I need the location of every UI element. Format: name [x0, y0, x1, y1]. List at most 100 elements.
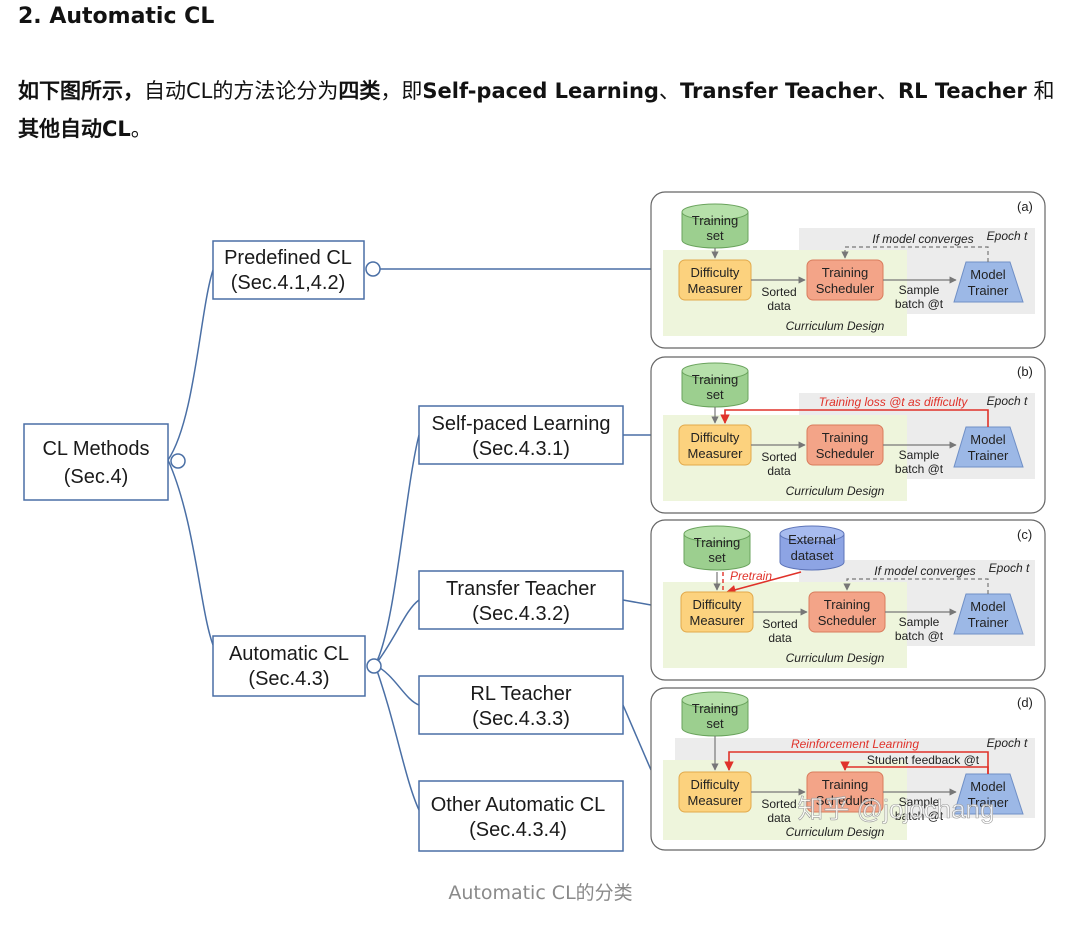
node-other-sec: (Sec.4.3.4)	[469, 819, 567, 841]
panel-c-data: data	[768, 631, 792, 645]
panel-c-epoch: Epoch t	[989, 561, 1030, 575]
tree-connectors	[167, 268, 652, 811]
panel-b-scheduler: Scheduler	[816, 446, 875, 461]
panel-c-pretrain: Pretrain	[730, 569, 772, 583]
para-self-paced: Self-paced Learning	[422, 79, 659, 103]
panel-a-training-label: Training	[822, 265, 868, 280]
watermark-text: 知乎 @jojochang	[798, 794, 995, 824]
figure-caption: Automatic CL的分类	[448, 882, 633, 904]
node-rl-title: RL Teacher	[470, 683, 572, 705]
panel-b-training-text: Training	[692, 372, 738, 387]
panel-a-epoch: Epoch t	[987, 229, 1028, 243]
panel-a-data: data	[767, 299, 791, 313]
node-cl-methods: CL Methods (Sec.4)	[23, 423, 186, 501]
para-sep-2: 、	[876, 79, 898, 103]
node-cl-methods-title: CL Methods	[42, 438, 149, 460]
panel-b-sorted: Sorted	[761, 450, 796, 464]
panel-a-training-text: Training	[692, 213, 738, 228]
panel-d-set-text: set	[706, 716, 724, 731]
para-lead: 如下图所示，	[18, 79, 144, 103]
panel-b-difficulty: Difficulty	[691, 430, 740, 445]
para-sep-1: 、	[658, 79, 680, 103]
node-automatic-title: Automatic CL	[229, 643, 349, 665]
node-rl-teacher: RL Teacher (Sec.4.3.3)	[418, 675, 624, 735]
panel-b-curriculum: Curriculum Design	[786, 484, 885, 498]
panel-c-trainer: Trainer	[968, 615, 1009, 630]
panel-c-curriculum: Curriculum Design	[786, 651, 885, 665]
panel-d-sample: Sample	[899, 795, 940, 809]
panel-c-set-text: set	[708, 550, 726, 565]
node-transfer-teacher: Transfer Teacher (Sec.4.3.2)	[418, 570, 624, 630]
panel-c-difficulty: Difficulty	[693, 597, 742, 612]
panel-d-model: Model	[970, 779, 1006, 794]
node-automatic-cl: Automatic CL (Sec.4.3)	[212, 635, 382, 697]
panel-c-measurer: Measurer	[690, 613, 746, 628]
panel-b-label: (b)	[1017, 364, 1033, 379]
panel-d-difficulty: Difficulty	[691, 777, 740, 792]
panel-b-training-label: Training	[822, 430, 868, 445]
panel-b-annotation: Training loss @t as difficulty	[819, 395, 969, 409]
panel-d-training-text: Training	[692, 701, 738, 716]
panel-b-epoch: Epoch t	[987, 394, 1028, 408]
para-text-1: 自动CL的方法论分为	[144, 79, 339, 103]
cl-taxonomy-figure: CL Methods (Sec.4) Predefined CL (Sec.4.…	[0, 160, 1081, 860]
node-other-automatic: Other Automatic CL (Sec.4.3.4)	[418, 780, 624, 852]
node-cl-methods-sec: (Sec.4)	[64, 466, 128, 488]
panel-b-trainer: Trainer	[968, 448, 1009, 463]
figure-svg: CL Methods (Sec.4) Predefined CL (Sec.4.…	[23, 191, 1046, 852]
panel-a: (a) Training set Difficulty Measurer Sor…	[650, 191, 1046, 349]
panel-c-external-2: dataset	[791, 548, 834, 563]
panel-d-measurer: Measurer	[688, 793, 744, 808]
panel-c-sample: Sample	[899, 615, 940, 629]
panel-d-feedback: Student feedback @t	[867, 753, 980, 767]
section-heading: 2. Automatic CL	[18, 4, 215, 29]
panel-d-training-label: Training	[822, 777, 868, 792]
para-other: 其他自动CL	[18, 117, 131, 141]
panel-b-sample: Sample	[899, 448, 940, 462]
panel-c-scheduler: Scheduler	[818, 613, 877, 628]
panel-d-data: data	[767, 811, 791, 825]
panel-a-sample: Sample	[899, 283, 940, 297]
panel-c-training-text: Training	[694, 535, 740, 550]
node-self-paced: Self-paced Learning (Sec.4.3.1)	[418, 405, 624, 465]
para-rl: RL Teacher	[897, 79, 1027, 103]
panel-d: (d) Training set Difficulty Measurer Sor…	[650, 687, 1046, 851]
panel-c-external-1: External	[788, 532, 836, 547]
panel-b-model: Model	[970, 432, 1006, 447]
para-text-2: ，即	[380, 79, 423, 103]
panel-d-annotation: Reinforcement Learning	[791, 737, 919, 751]
panel-a-measurer: Measurer	[688, 281, 744, 296]
panel-b-set-text: set	[706, 387, 724, 402]
panel-b: (b) Training set Difficulty Measurer Sor…	[650, 356, 1046, 514]
panel-c-batch: batch @t	[895, 629, 944, 643]
panel-b-batch: batch @t	[895, 462, 944, 476]
node-self-paced-sec: (Sec.4.3.1)	[472, 438, 570, 460]
node-transfer-title: Transfer Teacher	[446, 578, 596, 600]
para-transfer: Transfer Teacher	[679, 79, 877, 103]
node-self-paced-title: Self-paced Learning	[431, 413, 610, 435]
intro-paragraph: 如下图所示，自动CL的方法论分为四类，即Self-paced Learning、…	[18, 72, 1058, 148]
node-predefined-cl: Predefined CL (Sec.4.1,4.2)	[212, 240, 381, 300]
panel-d-curriculum: Curriculum Design	[786, 825, 885, 839]
node-predefined-sec: (Sec.4.1,4.2)	[231, 272, 346, 294]
panel-a-sorted: Sorted	[761, 285, 796, 299]
panel-a-curriculum: Curriculum Design	[786, 319, 885, 333]
panel-a-set-text: set	[706, 228, 724, 243]
para-end: 。	[130, 117, 152, 141]
node-other-title: Other Automatic CL	[431, 794, 606, 816]
panel-d-scheduler: Scheduler	[816, 793, 875, 808]
panel-c-label: (c)	[1017, 527, 1032, 542]
panel-a-trainer: Trainer	[968, 283, 1009, 298]
node-automatic-sec: (Sec.4.3)	[248, 668, 329, 690]
para-and: 和	[1026, 79, 1055, 103]
panel-a-model: Model	[970, 267, 1006, 282]
node-predefined-title: Predefined CL	[224, 247, 352, 269]
panel-b-measurer: Measurer	[688, 446, 744, 461]
panel-d-sorted: Sorted	[761, 797, 796, 811]
panel-a-annotation: If model converges	[872, 232, 973, 246]
panel-d-epoch: Epoch t	[987, 736, 1028, 750]
panel-a-scheduler: Scheduler	[816, 281, 875, 296]
panel-d-batch: batch @t	[895, 809, 944, 823]
panel-a-label: (a)	[1017, 199, 1033, 214]
node-rl-sec: (Sec.4.3.3)	[472, 708, 570, 730]
